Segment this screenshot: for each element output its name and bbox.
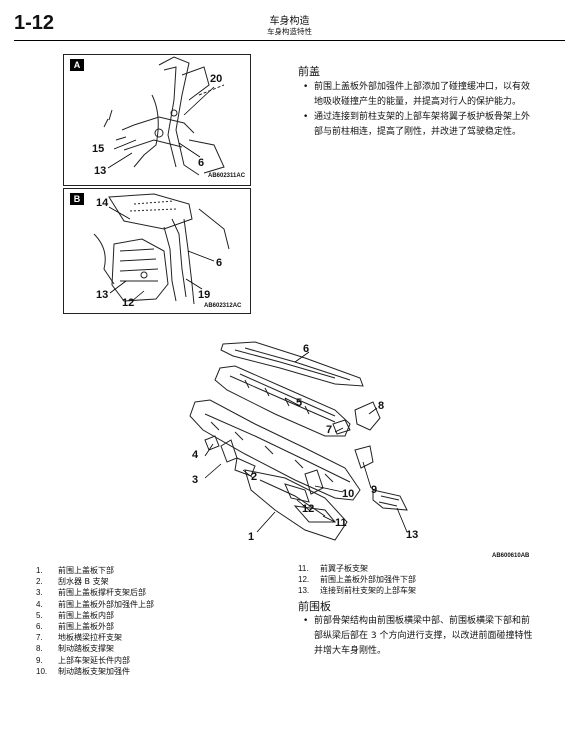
section-subtitle: 车身构造特性: [267, 27, 312, 36]
legend-text: 前翼子板支架: [320, 564, 368, 573]
figure-b-callout-19: 19: [198, 289, 211, 301]
legend-number: 6.: [36, 622, 43, 632]
legend-text: 制动踏板支架加强件: [58, 666, 130, 676]
legend-number: 10.: [36, 666, 48, 676]
legend-item: 13. 连接到前柱支架的上部车架: [298, 585, 416, 596]
legend-text: 前围上盖板外部: [58, 622, 114, 632]
cowl-bullets: •前围上盖板外部加强件上部添加了碰撞缓冲口，以有效地吸收碰撞产生的能量，并提高对…: [300, 80, 536, 140]
figure-a-drawing: [103, 56, 225, 176]
legend-number: 9.: [36, 655, 43, 665]
main-callout-6: 6: [303, 343, 310, 355]
main-callout-2: 2: [251, 471, 258, 483]
legend-number: 1.: [36, 566, 43, 575]
legend-item: 3. 前围上盖板撑杆支架后部: [36, 587, 154, 598]
legend-text: 制动踏板支撑架: [58, 644, 114, 654]
figure-a-code: AB602311AC: [208, 173, 246, 179]
main-callout-11: 11: [335, 517, 347, 529]
figure-a-callout-13: 13: [94, 165, 107, 177]
figure-b-tag: B: [70, 193, 84, 205]
page-number: 1-12: [14, 12, 55, 34]
legend-item: 7. 地板横梁拉杆支架: [36, 632, 154, 643]
main-callout-9: 9: [371, 484, 378, 496]
cowl-section-title: 前盖: [298, 65, 320, 78]
legend-item: 11. 前翼子板支架: [298, 563, 416, 574]
legend-number: 3.: [36, 588, 43, 598]
legend-text: 前围上盖板外部加强件上部: [58, 599, 154, 609]
main-callout-4: 4: [192, 449, 199, 461]
legend-item: 12. 前围上盖板外部加强件下部: [298, 574, 416, 585]
legend-item: 8. 制动踏板支撑架: [36, 643, 154, 654]
figure-a-callout-6: 6: [198, 157, 205, 169]
legend-number: 8.: [36, 644, 43, 654]
header-rule: [14, 40, 565, 41]
legend-number: 2.: [36, 577, 43, 587]
legend-number: 12.: [298, 575, 310, 585]
legend-left: 1. 前围上盖板下部 2. 刮水器 B 支架 3. 前围上盖板撑杆支架后部 4. 前围上…: [36, 565, 154, 677]
legend-item: 6. 前围上盖板外部: [36, 621, 154, 632]
cowl-bullet-text: 前围上盖板外部加强件上部添加了碰撞缓冲口，以有效地吸收碰撞产生的能量，并提高对行…: [314, 82, 531, 107]
legend-item: 1. 前围上盖板下部: [36, 565, 154, 576]
figure-b-drawing: [93, 193, 230, 305]
figure-b-callout-14: 14: [96, 197, 109, 209]
main-callout-5: 5: [296, 397, 303, 409]
legend-text: 连接到前柱支架的上部车架: [320, 586, 416, 596]
main-exploded-drawing: [189, 341, 408, 541]
legend-text: 上部车架延长件内部: [58, 655, 130, 665]
legend-text: 地板横梁拉杆支架: [58, 633, 122, 643]
legend-number: 13.: [298, 586, 310, 596]
legend-text: 刮水器 B 支架: [58, 577, 109, 587]
legend-text: 前围上盖板下部: [58, 566, 114, 575]
legend-number: 4.: [36, 599, 43, 609]
cowl-bullet-text: 通过连接到前柱支架的上部车架将翼子板护板骨架上外部与前柱相连，提高了刚性，并改进…: [314, 112, 531, 137]
legend-text: 前围上盖板内部: [58, 610, 114, 620]
main-callout-3: 3: [192, 474, 199, 486]
main-callout-12: 12: [302, 503, 315, 515]
cowl-bullet: •前围上盖板外部加强件上部添加了碰撞缓冲口，以有效地吸收碰撞产生的能量，并提高对…: [303, 82, 531, 107]
legend-number: 5.: [36, 610, 43, 620]
dash-section-title: 前围板: [298, 600, 331, 613]
legend-item: 5. 前围上盖板内部: [36, 610, 154, 621]
figure-a-callout-15: 15: [92, 143, 105, 155]
legend-item: 2. 刮水器 B 支架: [36, 576, 154, 587]
figure-a-callout-20: 20: [210, 73, 223, 85]
figure-b-code: AB602312AC: [204, 303, 242, 309]
legend-text: 前围上盖板撑杆支架后部: [58, 588, 146, 598]
main-callout-7: 7: [326, 424, 333, 436]
figure-b-callout-13: 13: [96, 289, 109, 301]
cowl-bullet: •通过连接到前柱支架的上部车架将翼子板护板骨架上外部与前柱相连，提高了刚性，并改…: [303, 112, 531, 137]
legend-item: 4. 前围上盖板外部加强件上部: [36, 599, 154, 610]
dash-bullet: •前部骨架结构由前围板横梁中部、前围板横梁下部和前部纵梁后部在 3 个方向进行支…: [303, 616, 533, 656]
figure-a: A 20 15 13 6 AB602311AC: [63, 54, 251, 186]
legend-item: 10. 制动踏板支架加强件: [36, 666, 154, 677]
dash-bullets: •前部骨架结构由前围板横梁中部、前围板横梁下部和前部纵梁后部在 3 个方向进行支…: [300, 614, 536, 659]
figure-b: B 14 6 13 12 19 AB602312AC: [63, 188, 251, 314]
chapter-title: 车身构造: [269, 16, 310, 27]
main-figure-code: AB600610AB: [492, 553, 530, 559]
figure-a-tag: A: [70, 59, 84, 71]
legend-number: 11.: [298, 564, 309, 573]
figure-b-callout-6: 6: [216, 257, 223, 269]
legend-item: 9. 上部车架延长件内部: [36, 655, 154, 666]
legend-number: 7.: [36, 633, 43, 643]
main-exploded-figure: [185, 340, 540, 562]
dash-bullet-text: 前部骨架结构由前围板横梁中部、前围板横梁下部和前部纵梁后部在 3 个方向进行支撑…: [314, 616, 533, 656]
main-callout-1: 1: [248, 531, 255, 543]
main-callout-13: 13: [406, 529, 419, 541]
main-callout-8: 8: [378, 400, 385, 412]
main-callout-10: 10: [342, 488, 355, 500]
legend-text: 前围上盖板外部加强件下部: [320, 575, 416, 585]
legend-right: 11. 前翼子板支架 12. 前围上盖板外部加强件下部 13. 连接到前柱支架的上部车…: [298, 563, 416, 597]
figure-b-callout-12: 12: [122, 297, 135, 309]
